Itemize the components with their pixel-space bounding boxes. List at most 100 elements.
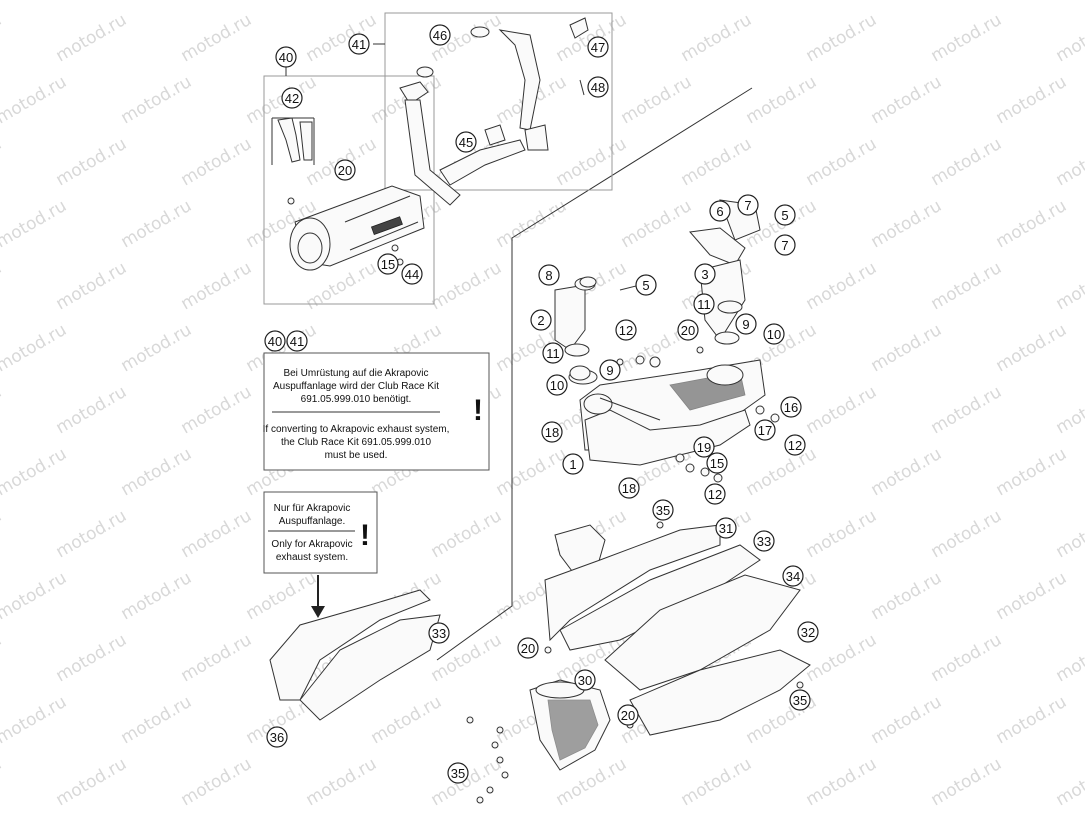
watermark-text: motod.ru	[928, 382, 1006, 438]
watermark-text: motod.ru	[993, 0, 1071, 4]
part-callout-44: 44	[401, 263, 423, 285]
watermark-text: motod.ru	[428, 754, 506, 810]
watermark-text: motod.ru	[178, 258, 256, 314]
part-callout-number: 10	[550, 378, 564, 393]
part-callout-number: 35	[656, 503, 670, 518]
warning-icon: !	[473, 394, 483, 427]
part-callout-1: 1	[562, 453, 584, 475]
note2-de-line-2: Auspuffanlage.	[279, 516, 346, 527]
part-callout-42: 42	[281, 87, 303, 109]
part-callout-33: 33	[428, 622, 450, 644]
watermark-text: motod.ru	[0, 258, 5, 314]
watermark-text: motod.ru	[428, 258, 506, 314]
part-callout-41: 41	[348, 33, 370, 55]
watermark-text: motod.ru	[178, 382, 256, 438]
note-en-line-2: the Club Race Kit 691.05.999.010	[281, 437, 432, 448]
part-callout-number: 8	[545, 268, 552, 283]
part-callout-40: 40	[275, 46, 297, 68]
akrapovic-only-note: Nur für Akrapovic Auspuffanlage. Only fo…	[263, 491, 378, 574]
exhaust-heat-shields	[544, 524, 811, 736]
part-callout-7: 7	[737, 194, 759, 216]
tail-grille	[529, 679, 611, 771]
part-callout-number: 35	[451, 766, 465, 781]
watermark-text: motod.ru	[993, 692, 1071, 748]
note-en-line-3: must be used.	[325, 450, 388, 461]
watermark-text: motod.ru	[803, 382, 881, 438]
watermark-text: motod.ru	[993, 196, 1071, 252]
watermark-text: motod.ru	[53, 754, 131, 810]
watermark-text: motod.ru	[118, 568, 196, 624]
watermark-text: motod.ru	[0, 320, 70, 376]
watermark-text: motod.ru	[1053, 754, 1085, 810]
watermark-text: motod.ru	[493, 196, 571, 252]
part-callout-9: 9	[735, 313, 757, 335]
screw	[391, 244, 399, 252]
part-callout-32: 32	[797, 621, 819, 643]
part-callout-12: 12	[704, 483, 726, 505]
watermark-text: motod.ru	[0, 134, 5, 190]
part-callout-5: 5	[774, 204, 796, 226]
part-callout-2: 2	[530, 309, 552, 331]
part-callout-number: 31	[719, 521, 733, 536]
part-callout-number: 16	[784, 400, 798, 415]
watermark-text: motod.ru	[803, 506, 881, 562]
part-callout-number: 33	[757, 534, 771, 549]
watermark-text: motod.ru	[618, 72, 696, 128]
part-callout-number: 32	[801, 625, 815, 640]
part-callout-20: 20	[617, 704, 639, 726]
watermark-text: motod.ru	[553, 134, 631, 190]
part-callout-number: 5	[781, 208, 788, 223]
part-callout-number: 10	[767, 327, 781, 342]
watermark-text: motod.ru	[53, 10, 131, 66]
part-callout-45: 45	[455, 131, 477, 153]
part-callout-number: 12	[788, 438, 802, 453]
watermark-text: motod.ru	[303, 754, 381, 810]
watermark-text: motod.ru	[803, 258, 881, 314]
watermark-text: motod.ru	[493, 444, 571, 500]
note-en-line-1: If converting to Akrapovic exhaust syste…	[263, 424, 450, 435]
part-callout-number: 47	[591, 40, 605, 55]
part-callout-number: 3	[701, 267, 708, 282]
watermark-text: motod.ru	[868, 444, 946, 500]
arrow-down-icon	[311, 575, 325, 618]
part-callout-number: 20	[521, 641, 535, 656]
part-callout-number: 33	[432, 626, 446, 641]
part-callout-number: 44	[405, 267, 419, 282]
part-callout-number: 7	[781, 238, 788, 253]
watermark-text: motod.ru	[678, 134, 756, 190]
watermark-text: motod.ru	[928, 630, 1006, 686]
watermark-text: motod.ru	[928, 10, 1006, 66]
watermark-text: motod.ru	[993, 444, 1071, 500]
watermark-text: motod.ru	[0, 72, 70, 128]
part-callout-48: 48	[587, 76, 609, 98]
watermark-text: motod.ru	[368, 0, 446, 4]
part-callout-15: 15	[706, 452, 728, 474]
part-callout-16: 16	[780, 396, 802, 418]
part-callout-number: 5	[642, 278, 649, 293]
watermark-text: motod.ru	[178, 630, 256, 686]
part-callout-number: 41	[352, 37, 366, 52]
part-callout-11: 11	[693, 293, 715, 315]
part-callout-5: 5	[635, 274, 657, 296]
part-callout-9: 9	[599, 359, 621, 381]
watermark-text: motod.ru	[803, 754, 881, 810]
watermark-text: motod.ru	[868, 320, 946, 376]
part-callout-number: 2	[537, 313, 544, 328]
watermark-text: motod.ru	[493, 0, 571, 4]
part-callout-3: 3	[694, 263, 716, 285]
watermark-text: motod.ru	[118, 444, 196, 500]
watermark-text: motod.ru	[928, 506, 1006, 562]
part-callout-number: 1	[569, 457, 576, 472]
part-callout-number: 11	[697, 297, 711, 312]
watermark-text: motod.ru	[178, 506, 256, 562]
part-callout-number: 15	[710, 456, 724, 471]
watermark-text: motod.ru	[243, 568, 321, 624]
part-callout-number: 30	[578, 673, 592, 688]
part-callout-17: 17	[754, 419, 776, 441]
watermark-text: motod.ru	[743, 72, 821, 128]
watermark-text: motod.ru	[803, 134, 881, 190]
watermark-text: motod.ru	[0, 754, 5, 810]
watermark-text: motod.ru	[993, 72, 1071, 128]
